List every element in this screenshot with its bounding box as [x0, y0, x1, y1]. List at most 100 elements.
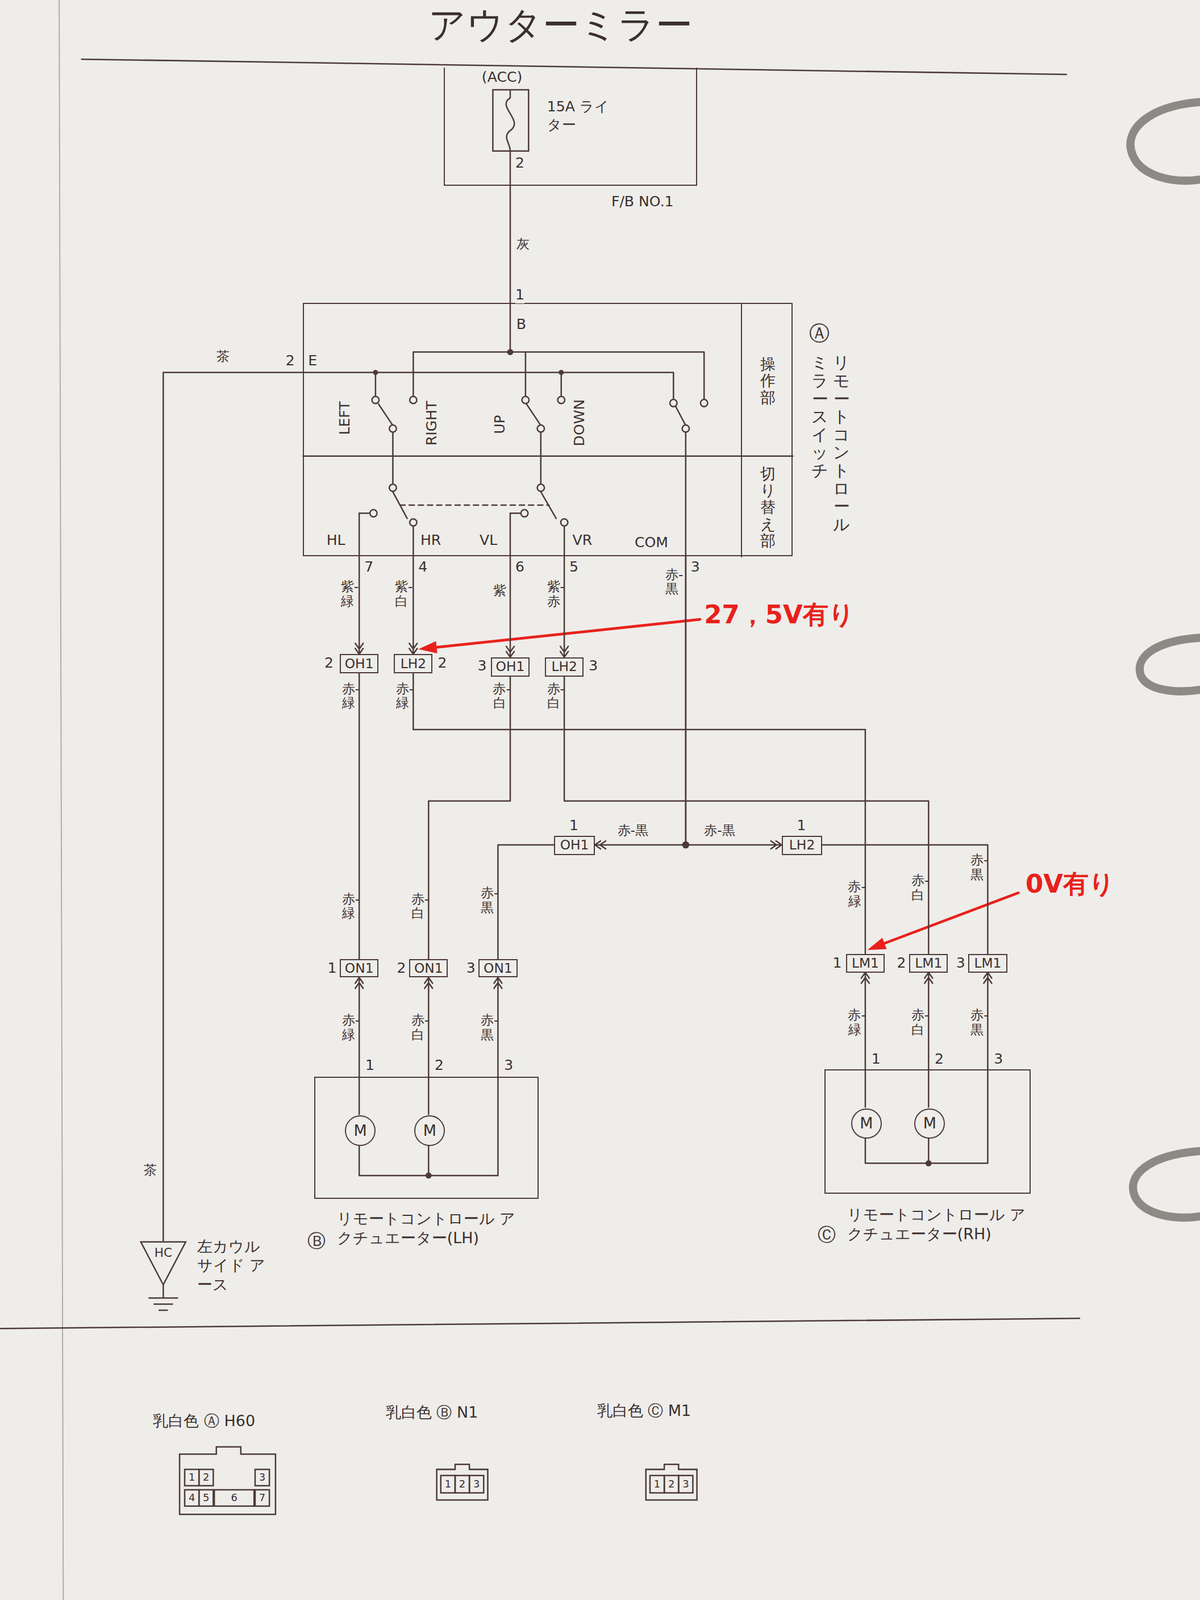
node-text: リモートコントロール アクチュエーター(RH) [847, 1205, 1029, 1244]
node-text: F/B NO.1 [611, 193, 674, 211]
pin-number: 1 [515, 286, 525, 304]
connector-cell [469, 1475, 484, 1494]
pin-number: 3 [503, 1057, 514, 1074]
pin-number: 7 [364, 559, 374, 576]
red-arrowhead [418, 640, 437, 654]
pin-number: 2 [668, 1478, 675, 1491]
contact [537, 484, 545, 492]
junction-dot [425, 1172, 432, 1179]
actuator-box: Ⓑリモートコントロール アクチュエーター(LH)MM [314, 1076, 539, 1200]
terminal-name: VR [572, 532, 593, 549]
wire [506, 556, 515, 658]
fuse-symbol [492, 89, 529, 152]
wire-color: 赤-黒 [480, 885, 494, 915]
contact [389, 484, 397, 492]
wire [560, 556, 569, 658]
pin-number: 1 [797, 817, 807, 835]
red-arrowhead [867, 937, 887, 950]
wire-color: 紫-緑 [340, 579, 354, 609]
wire [355, 556, 364, 654]
connector-code: LH2 [400, 656, 427, 672]
wire-color: 赤-黒 [480, 1013, 494, 1043]
connector-cell [214, 1489, 254, 1507]
connector-cell [664, 1475, 679, 1494]
connector-box: LH2 [781, 835, 823, 856]
connector-cell [198, 1489, 214, 1507]
terminal-name: HR [420, 532, 441, 549]
connector-cell [678, 1475, 693, 1494]
connector-face [646, 1464, 698, 1500]
contact [682, 425, 690, 433]
connector-cell [255, 1489, 270, 1507]
node-text: 操作部 [760, 355, 776, 407]
pin-number: 1 [188, 1471, 195, 1484]
wire [163, 372, 303, 1241]
switch-section: 切り替え部 [740, 457, 794, 558]
pin-number: 3 [956, 955, 966, 972]
motor-letter: M [423, 1122, 437, 1140]
wire [497, 844, 554, 960]
pin-number: 2 [324, 655, 334, 672]
connector-note: 乳白色 Ⓐ H60 [152, 1412, 256, 1431]
pin-number: 3 [477, 657, 487, 675]
node-text: 15A ライター [547, 97, 611, 134]
connector-cell [184, 1489, 199, 1507]
contact [669, 399, 678, 407]
wire-color: 灰 [516, 236, 530, 252]
wire [924, 972, 933, 1070]
contact [389, 425, 397, 433]
wire-color: 赤-黒 [617, 822, 649, 839]
wire-color: 赤-黒 [703, 822, 735, 839]
node-text: Ⓒ [817, 1224, 836, 1246]
terminal-name: VL [479, 532, 498, 549]
wire-color: 赤-黒 [970, 852, 984, 882]
junction-dot [507, 348, 514, 356]
wire-color: 赤-白 [411, 1013, 425, 1043]
contact [522, 396, 530, 404]
connector-cell [455, 1475, 470, 1494]
pin-number: 4 [418, 559, 428, 576]
actuator-wiring [865, 1069, 989, 1164]
binder-ring [1130, 102, 1200, 181]
connector-cell [650, 1475, 665, 1494]
wire-color: 赤-白 [911, 1007, 925, 1037]
contact [369, 509, 378, 518]
pin-number: 6 [230, 1492, 237, 1504]
pin-number: 3 [993, 1051, 1003, 1068]
node-text: Ⓑ [307, 1230, 326, 1252]
connector-note: 乳白色 Ⓒ M1 [597, 1402, 692, 1420]
wire [509, 185, 512, 304]
node-text: 切り替え部 [760, 465, 776, 550]
wire [983, 972, 992, 1070]
connector-box: ON1 [409, 959, 448, 978]
contact [521, 509, 529, 518]
wire-color: 赤-緑 [342, 1013, 356, 1043]
motor-symbol: M [851, 1108, 882, 1140]
pin-number: 2 [459, 1478, 466, 1491]
pin-number: 2 [397, 960, 407, 977]
pin-number: 4 [188, 1492, 195, 1504]
connector-box: LM1 [968, 953, 1007, 973]
pin-number: 7 [259, 1492, 266, 1504]
wire-color: 赤-緑 [396, 681, 410, 711]
connector-face [179, 1447, 276, 1515]
connector-cell [198, 1469, 214, 1486]
switch-position: UP [492, 414, 509, 435]
connector-code: OH1 [560, 837, 590, 853]
connector-cell [255, 1469, 270, 1486]
wire-color: 茶 [216, 348, 230, 365]
binder-ring [1139, 637, 1200, 691]
pin-number: 2 [285, 352, 295, 370]
switch-position: RIGHT [423, 401, 440, 447]
connector-code: OH1 [344, 656, 374, 672]
contact [700, 399, 708, 407]
motor-letter: M [923, 1114, 937, 1133]
contact [557, 396, 565, 404]
switch-link [400, 504, 549, 507]
connector-code: LM1 [973, 955, 1002, 972]
connector-code: ON1 [414, 960, 444, 977]
wire [424, 977, 433, 1077]
node-text: リモートコントロール アクチュエーター(LH) [336, 1209, 519, 1248]
